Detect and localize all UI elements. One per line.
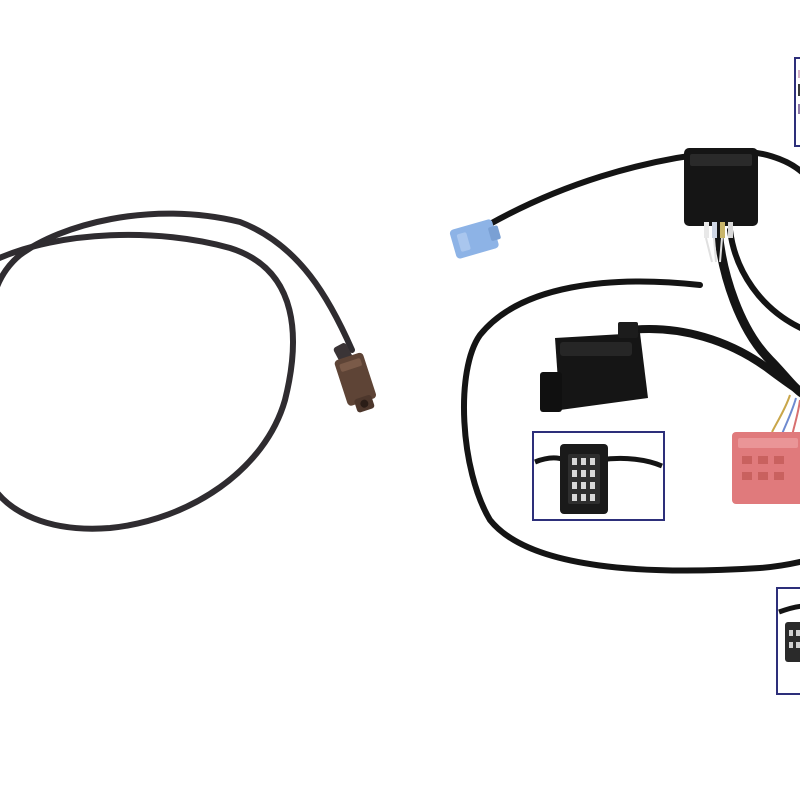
black-iso-connector [540,322,648,412]
harness-iso-lead [626,325,800,397]
harness-branch-down [713,225,800,398]
inset-bottom-right [776,587,800,695]
red-connector [732,432,800,504]
antenna-cable-loop-outer [0,210,355,353]
harness-large-loop [461,278,800,574]
fakra-antenna-cable [0,210,376,532]
wire-blue [781,397,797,435]
harness-branch-down-2 [727,227,800,331]
inset-connector-detail [532,431,665,521]
antenna-cable-loop-inner [0,231,296,532]
junction-block [684,148,758,263]
harness-red-wires [771,394,791,433]
wiring-harness [449,148,800,574]
fakra-connector [334,352,376,413]
inset-top-right [794,57,800,147]
blue-connector [449,219,501,259]
